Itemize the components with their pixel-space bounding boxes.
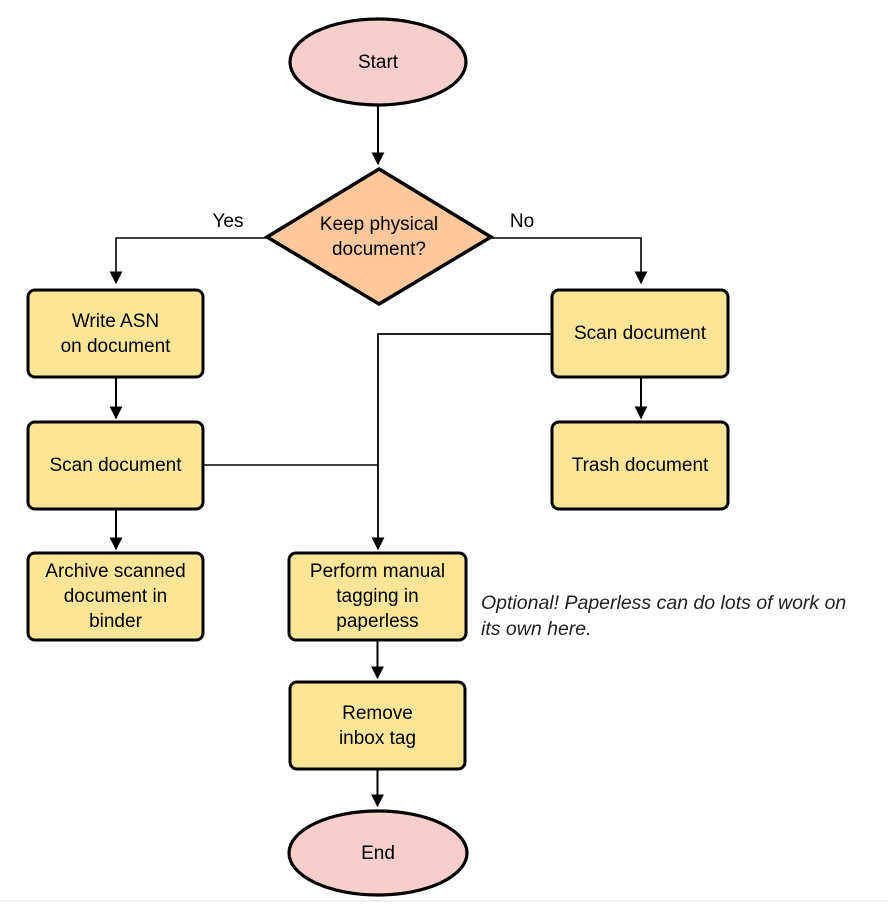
node-scan-right-shape [550,288,730,379]
node-archive-shape [26,551,205,642]
node-remove-inbox-shape [288,680,467,771]
node-end-shape [287,809,469,897]
node-trash-shape [550,420,730,511]
node-start-shape [288,17,468,107]
node-write-asn-shape [26,288,205,379]
node-scan-left-shape [26,420,205,511]
node-decision-shape [263,166,495,307]
edge-decision-yes-to-write-asn [109,237,267,285]
bottom-divider [0,900,888,902]
node-tagging-shape [287,551,468,642]
edge-scan-right-to-tagging [371,333,552,551]
edge-decision-no-to-scan-right [491,237,648,285]
